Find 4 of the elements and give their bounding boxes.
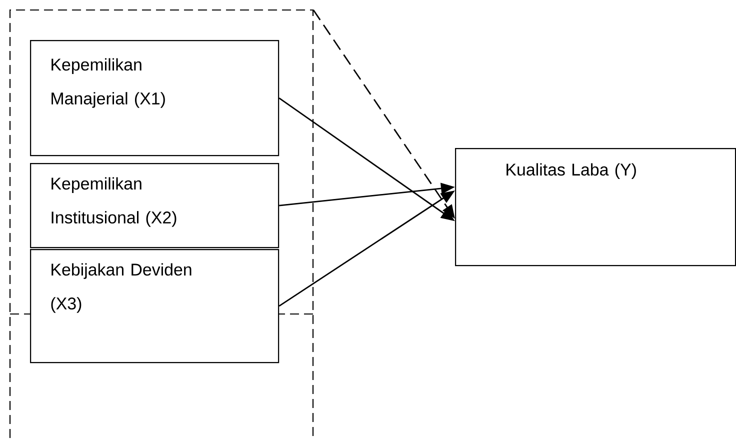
variable-box: Kualitas Laba (Y): [455, 148, 736, 266]
variable-box: Kepemilikan Manajerial (X1): [30, 40, 280, 156]
variable-box: Kepemilikan Institusional (X2): [30, 163, 280, 248]
variable-box: Kebijakan Deviden (X3): [30, 249, 280, 364]
